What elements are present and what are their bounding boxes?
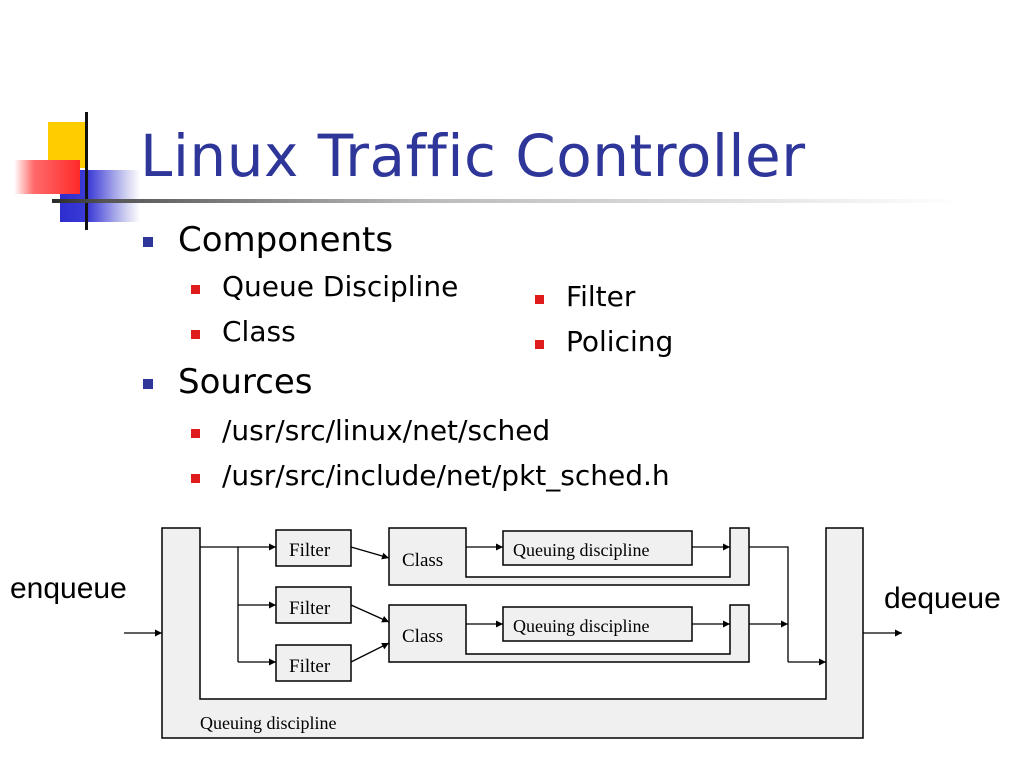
bullet-marker <box>191 474 200 483</box>
filter-label-3: Filter <box>289 656 331 677</box>
dequeue-label: dequeue <box>884 582 1001 615</box>
bullet-components-text: Components <box>178 220 394 260</box>
deco-red-square <box>14 160 80 194</box>
enqueue-label: enqueue <box>10 572 127 605</box>
bullet-source-sched-text: /usr/src/linux/net/sched <box>222 414 551 447</box>
bullet-sources-text: Sources <box>178 362 313 402</box>
class-1-shape <box>388 527 750 586</box>
bullet-queue-discipline: Queue Discipline <box>191 270 459 303</box>
bullet-filter-text: Filter <box>566 280 636 313</box>
class-2-shape <box>388 604 750 663</box>
inner-qdisc-label-1: Queuing discipline <box>513 540 649 560</box>
bullet-source-pkt-sched: /usr/src/include/net/pkt_sched.h <box>191 459 670 492</box>
bullet-marker <box>535 295 544 304</box>
filter-2-to-class-2 <box>350 604 390 623</box>
filter-label-2: Filter <box>289 598 331 619</box>
bullet-marker <box>191 285 200 294</box>
bullet-class: Class <box>191 315 296 348</box>
bullet-marker <box>143 237 153 247</box>
outer-qdisc-label: Queuing discipline <box>200 713 336 733</box>
bullet-policing: Policing <box>535 325 674 358</box>
bullet-marker <box>191 330 200 339</box>
filter-1-to-class-1 <box>350 546 390 560</box>
class-1-label: Class <box>402 550 443 571</box>
filter-box-1 <box>275 529 352 567</box>
bullet-marker <box>191 429 200 438</box>
deco-vertical-line <box>85 112 88 230</box>
bullet-sources: Sources <box>143 362 313 402</box>
bullet-queue-discipline-text: Queue Discipline <box>222 270 459 303</box>
bullet-filter: Filter <box>535 280 636 313</box>
bullet-source-pkt-sched-text: /usr/src/include/net/pkt_sched.h <box>222 459 670 492</box>
inner-qdisc-label-2: Queuing discipline <box>513 616 649 636</box>
bullet-components: Components <box>143 220 394 260</box>
filter-3-to-class-2 <box>350 642 390 663</box>
bullet-source-sched: /usr/src/linux/net/sched <box>191 414 551 447</box>
class-1-out-line <box>749 546 789 662</box>
title-underline <box>52 199 962 203</box>
bullet-marker <box>143 379 153 389</box>
inner-qdisc-box-2 <box>502 606 693 642</box>
slide-title: Linux Traffic Controller <box>140 122 806 190</box>
inner-qdisc-box-1 <box>502 530 693 566</box>
filter-label-1: Filter <box>289 540 331 561</box>
filter-box-3 <box>275 644 352 682</box>
bullet-class-text: Class <box>222 315 296 348</box>
bullet-policing-text: Policing <box>566 325 674 358</box>
class-2-label: Class <box>402 626 443 647</box>
split-line <box>200 546 239 662</box>
outer-qdisc-shape <box>161 527 864 739</box>
bullet-marker <box>535 340 544 349</box>
